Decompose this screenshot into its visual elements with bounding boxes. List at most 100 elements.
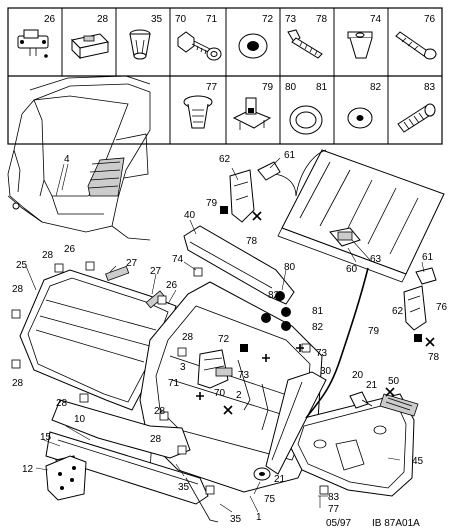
vehicle-rear-body	[7, 75, 151, 241]
callout-21-a: 21	[366, 380, 378, 391]
lamp-50	[379, 393, 419, 417]
footer: 05/97 IB 87A01A	[326, 518, 420, 529]
fastener-label-28: 28	[97, 14, 109, 25]
fastener-label-81: 81	[316, 82, 328, 93]
bolt-washer-icon	[177, 31, 222, 61]
callout-27-b: 27	[150, 266, 162, 277]
callout-35-b: 35	[230, 514, 242, 525]
footer-reference: IB 87A01A	[372, 518, 420, 529]
fastener-grid: 26 28 35 70 71 72 73 78 74 76 77 79 80 8…	[7, 7, 443, 145]
callout-79: 79	[206, 198, 218, 209]
fastener-label-72: 72	[262, 14, 274, 25]
callout-3: 3	[180, 362, 186, 373]
fastener-label-78: 78	[316, 14, 328, 25]
callout-12: 12	[22, 464, 34, 475]
callout-28-d: 28	[182, 332, 194, 343]
rear-spoiler	[183, 225, 295, 305]
callout-62-b: 62	[392, 306, 404, 317]
bracket-clip-icon	[70, 33, 110, 60]
fastener-label-74: 74	[370, 14, 382, 25]
callout-79-b: 79	[368, 326, 380, 337]
callout-15: 15	[40, 432, 52, 443]
callout-28-e: 28	[56, 398, 68, 409]
hinge-right	[403, 285, 427, 331]
callout-63: 63	[370, 254, 382, 265]
callout-21-b: 21	[274, 474, 286, 485]
callout-28-c: 28	[12, 378, 24, 389]
push-clip-icon	[183, 95, 213, 129]
callout-71: 71	[168, 378, 180, 389]
retainer-clip-icon	[232, 97, 272, 130]
callout-50: 50	[388, 376, 400, 387]
callout-82-a: 82	[268, 290, 280, 301]
callout-70: 70	[214, 388, 226, 399]
fastener-label-70: 70	[175, 14, 187, 25]
callout-74: 74	[172, 254, 184, 265]
callout-10: 10	[74, 414, 86, 425]
spoiler-fixings	[220, 206, 422, 352]
callout-77: 77	[328, 504, 340, 515]
fastener-label-35: 35	[151, 14, 163, 25]
expansion-nut-icon	[347, 31, 373, 59]
callout-20: 20	[352, 370, 364, 381]
callout-78: 78	[246, 236, 258, 247]
callout-26-b: 26	[166, 280, 178, 291]
strap-clip-right	[415, 267, 437, 285]
fastener-label-76: 76	[424, 14, 436, 25]
callout-76: 76	[436, 302, 448, 313]
callout-25: 25	[16, 260, 28, 271]
rubber-plug-icon	[289, 105, 323, 135]
callout-28-g: 28	[150, 434, 162, 445]
callout-45: 45	[412, 456, 424, 467]
reference-squares	[11, 261, 329, 495]
fastener-label-73: 73	[285, 14, 297, 25]
fastener-label-83: 83	[424, 82, 436, 93]
footer-date: 05/97	[326, 518, 351, 529]
callout-labels: 4 62 61 79 78 40 74 80 82 81 82 60 63 61…	[12, 150, 448, 525]
callout-26-a: 26	[64, 244, 76, 255]
leader-lines	[25, 157, 425, 513]
fastener-label-77: 77	[206, 82, 218, 93]
callout-73-b: 73	[238, 370, 250, 381]
gas-strut	[265, 371, 327, 475]
fastener-label-80: 80	[285, 82, 297, 93]
flat-washer-icon	[347, 107, 373, 129]
callout-82-b: 82	[312, 322, 324, 333]
callout-83: 83	[328, 492, 340, 503]
clip-fastener-icon	[17, 29, 49, 58]
stud-20-21	[349, 391, 373, 409]
threaded-stud-icon	[397, 103, 436, 133]
buffer-75	[253, 467, 271, 481]
cross-markers	[196, 211, 435, 415]
callout-61: 61	[284, 150, 296, 161]
callout-72: 72	[218, 334, 230, 345]
parcel-shelf-cover	[273, 149, 445, 283]
callout-40: 40	[184, 210, 196, 221]
push-rivet-icon	[129, 29, 151, 60]
callout-61-b: 61	[422, 252, 434, 263]
grommet-icon	[238, 33, 268, 59]
callout-4: 4	[64, 154, 70, 165]
callout-78-b: 78	[428, 352, 440, 363]
screw-icon	[287, 29, 323, 59]
callout-60: 60	[346, 264, 358, 275]
callout-80: 80	[284, 262, 296, 273]
fastener-label-71: 71	[206, 14, 218, 25]
weatherstrip-seal	[305, 267, 369, 419]
fastener-label-26: 26	[44, 14, 56, 25]
callout-28-a: 28	[42, 250, 54, 261]
callout-1: 1	[256, 512, 262, 523]
fastener-label-79: 79	[262, 82, 274, 93]
callout-62: 62	[219, 154, 231, 165]
callout-2: 2	[236, 390, 242, 401]
fastener-label-82: 82	[370, 82, 382, 93]
callout-75: 75	[264, 494, 276, 505]
callout-81: 81	[312, 306, 324, 317]
strap-clip-left	[257, 161, 281, 181]
callout-30: 30	[320, 366, 332, 377]
callout-35-a: 35	[178, 482, 190, 493]
callout-28-f: 28	[154, 406, 166, 417]
callout-28-b: 28	[12, 284, 24, 295]
callout-73-a: 73	[316, 348, 328, 359]
